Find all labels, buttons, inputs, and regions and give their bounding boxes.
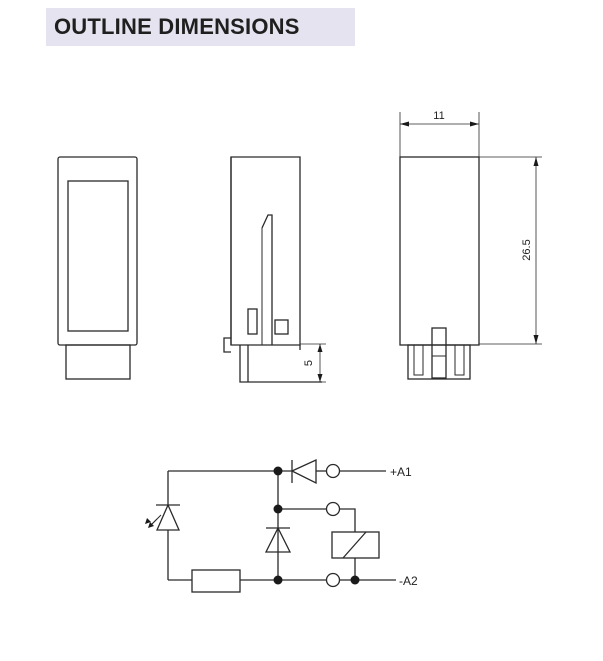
- pin-length-label: 5: [303, 360, 315, 366]
- side-latch-clip: [261, 214, 273, 345]
- height-dimension-label: 26.5: [521, 239, 533, 260]
- resistor: [191, 569, 241, 593]
- series-diode-triangle: [290, 458, 317, 485]
- end-body-outline: [399, 156, 480, 346]
- terminal-minus-label: -A2: [399, 574, 418, 588]
- terminal-a1-node: [325, 463, 341, 479]
- side-small-slot: [247, 308, 258, 335]
- width-dimension-label: 11: [433, 110, 444, 122]
- section-title: OUTLINE DIMENSIONS: [54, 14, 300, 39]
- terminal-plus-label: +A1: [390, 465, 412, 479]
- end-pin-base: [407, 344, 471, 380]
- section-heading: OUTLINE DIMENSIONS: [46, 8, 355, 46]
- side-hook: [223, 337, 231, 353]
- side-pin-block: [239, 345, 322, 383]
- wiring-schematic: +A1 -A2: [145, 458, 418, 593]
- junction-dot: [350, 575, 360, 585]
- freewheel-diode-triangle: [264, 526, 292, 553]
- front-label-window: [67, 180, 129, 332]
- front-view: [57, 156, 138, 380]
- relay-coil: [331, 531, 380, 559]
- terminal-a2-node: [325, 572, 341, 588]
- front-socket-base: [65, 344, 131, 380]
- side-body-outline: [230, 156, 301, 346]
- led-triangle: [156, 503, 180, 531]
- end-center-key: [431, 327, 447, 379]
- coil-terminal-node: [325, 501, 341, 517]
- junction-dot: [273, 504, 283, 514]
- junction-dot: [273, 466, 283, 476]
- side-view: 5: [223, 156, 326, 383]
- front-body-outline: [57, 156, 138, 346]
- side-indicator-window: [274, 319, 289, 335]
- junction-dot: [273, 575, 283, 585]
- end-view: 11 26.5: [399, 110, 542, 380]
